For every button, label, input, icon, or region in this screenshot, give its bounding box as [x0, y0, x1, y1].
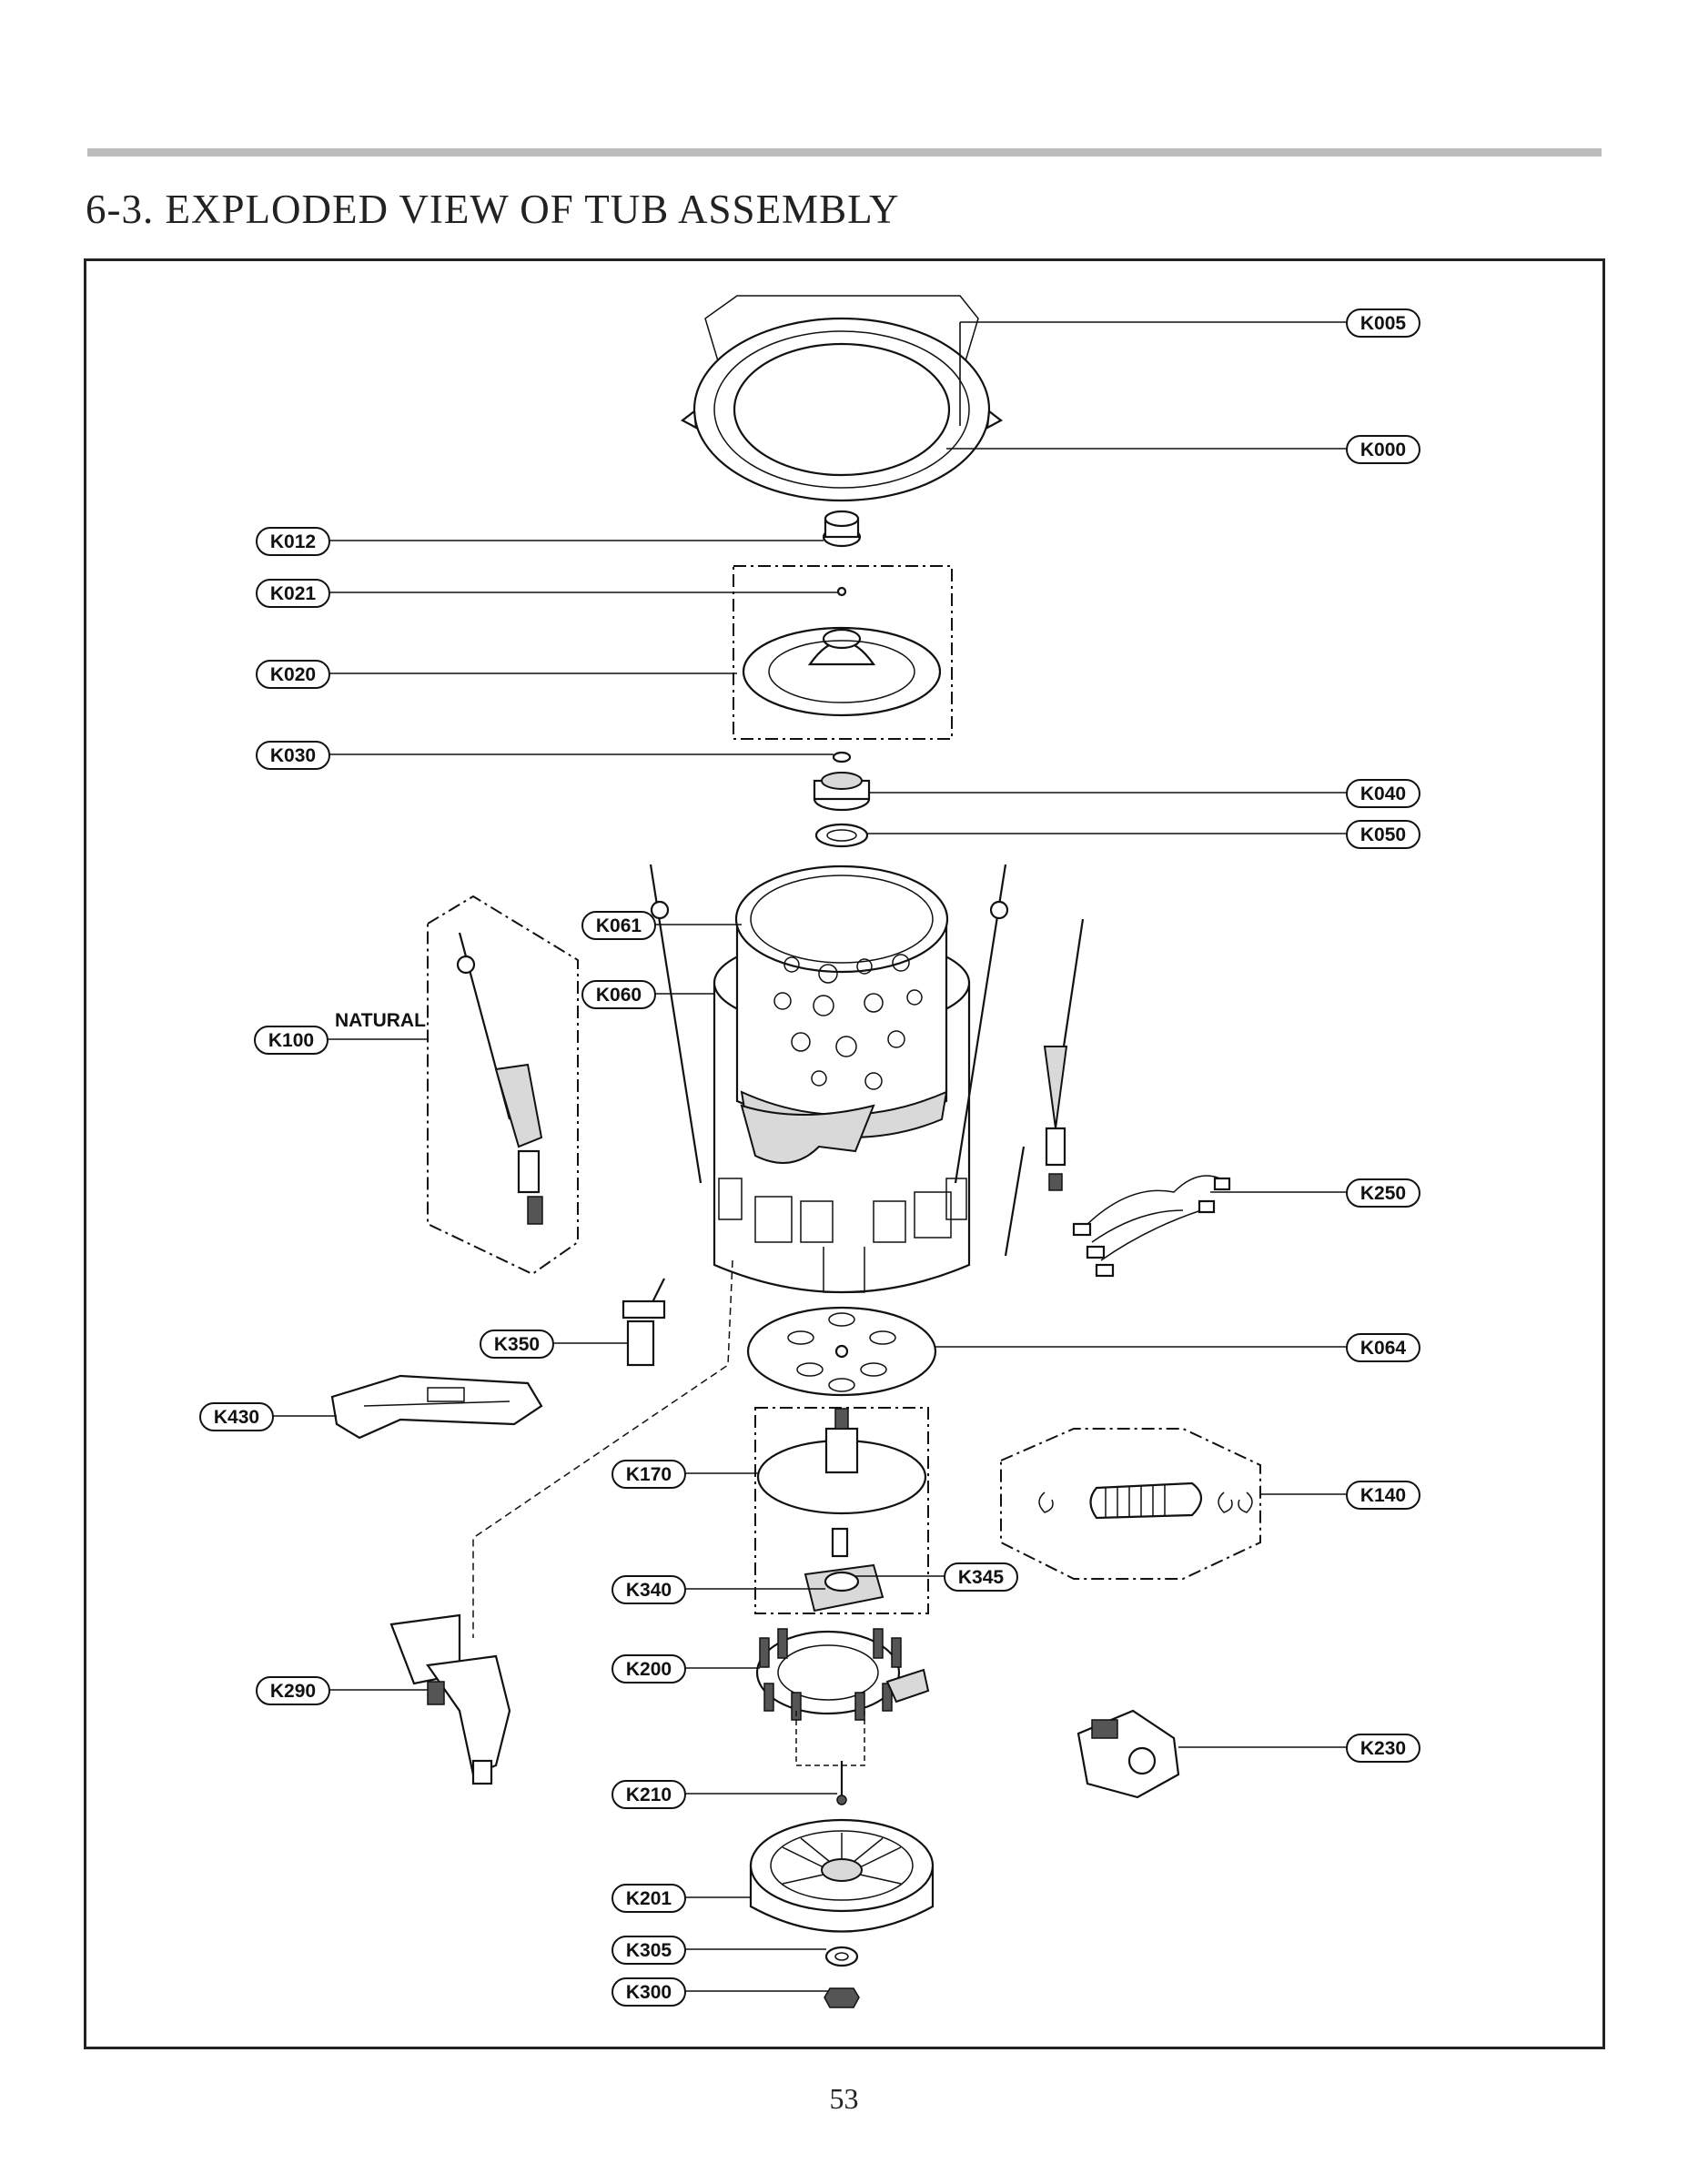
svg-text:K005: K005: [1360, 313, 1407, 334]
svg-text:K060: K060: [596, 985, 642, 1006]
part-label-K340: K340: [612, 1575, 686, 1604]
part-label-K140: K140: [1346, 1481, 1420, 1510]
part-label-K250: K250: [1346, 1178, 1420, 1208]
svg-text:K012: K012: [270, 531, 316, 552]
svg-text:K020: K020: [270, 664, 316, 685]
svg-text:K345: K345: [958, 1567, 1005, 1588]
svg-text:K050: K050: [1360, 824, 1406, 845]
svg-text:K064: K064: [1360, 1338, 1407, 1359]
part-label-K005: K005: [1346, 308, 1420, 338]
svg-text:K040: K040: [1360, 784, 1406, 804]
rotor-washer-part: [824, 1946, 859, 1967]
part-label-K290: K290: [256, 1676, 330, 1705]
cap-part: [822, 510, 862, 548]
part-label-K305: K305: [612, 1936, 686, 1965]
hose-part: [1038, 1481, 1253, 1520]
diagram-frame: [84, 258, 1605, 2049]
top-rule: [87, 148, 1602, 157]
svg-text:K030: K030: [270, 745, 316, 766]
part-label-K210: K210: [612, 1780, 686, 1809]
natural-annotation: NATURAL: [335, 1010, 426, 1031]
svg-text:K000: K000: [1360, 440, 1406, 460]
svg-text:K305: K305: [626, 1940, 672, 1961]
svg-text:K350: K350: [494, 1334, 540, 1355]
part-label-K100: K100: [254, 1026, 329, 1055]
svg-text:K210: K210: [626, 1785, 672, 1805]
svg-text:K201: K201: [626, 1888, 672, 1909]
part-label-K430: K430: [199, 1402, 274, 1431]
part-label-K200: K200: [612, 1654, 686, 1684]
page-title: 6-3. EXPLODED VIEW OF TUB ASSEMBLY: [86, 187, 900, 232]
tub-cover-part: [680, 295, 1004, 502]
part-label-K050: K050: [1346, 820, 1420, 849]
svg-text:K100: K100: [268, 1030, 314, 1051]
nut-part: [824, 1987, 860, 2008]
svg-text:K340: K340: [626, 1580, 672, 1601]
bracket-part: [330, 1374, 543, 1440]
wire-harness-part: [1072, 1175, 1231, 1278]
part-label-K061: K061: [581, 911, 656, 940]
bolt-part: [836, 1761, 847, 1805]
sensor-part: [622, 1278, 666, 1367]
stator-part: [755, 1628, 930, 1766]
pump-part: [1076, 1709, 1180, 1799]
svg-text:K300: K300: [626, 1982, 672, 2003]
part-label-K201: K201: [612, 1884, 686, 1913]
part-label-K020: K020: [256, 660, 330, 689]
washer-part: [832, 751, 852, 763]
svg-text:K250: K250: [1360, 1183, 1406, 1204]
drum-tub-part: [713, 864, 971, 1294]
suspension-rods-on-tub: [649, 864, 1085, 1257]
rotor-part: [749, 1818, 935, 1933]
part-label-K021: K021: [256, 579, 330, 608]
svg-text:K021: K021: [270, 583, 317, 604]
part-label-K064: K064: [1346, 1333, 1420, 1362]
svg-text:K170: K170: [626, 1464, 672, 1485]
clutch-group-box: [754, 1407, 929, 1614]
svg-text:K230: K230: [1360, 1738, 1406, 1759]
part-label-K300: K300: [612, 1977, 686, 2007]
suspension-rod-part: [456, 932, 543, 1225]
pulsator-group-box: [733, 565, 953, 740]
part-label-K060: K060: [581, 980, 656, 1009]
part-label-K170: K170: [612, 1460, 686, 1489]
part-label-K350: K350: [480, 1330, 554, 1359]
seal-part: [814, 823, 869, 848]
bearing-housing-part: [813, 772, 871, 812]
part-label-K030: K030: [256, 741, 330, 770]
clutch-part: [756, 1408, 927, 1613]
drain-bracket-part: [389, 1613, 511, 1785]
svg-text:K290: K290: [270, 1681, 316, 1702]
suspension-group-box: [427, 895, 579, 1276]
svg-text:K140: K140: [1360, 1485, 1406, 1506]
part-label-K040: K040: [1346, 779, 1420, 808]
hose-group-box: [1000, 1428, 1261, 1580]
pulsator-part: [742, 586, 942, 717]
svg-text:K061: K061: [596, 915, 642, 936]
svg-text:K430: K430: [214, 1407, 259, 1428]
part-label-K345: K345: [944, 1562, 1018, 1592]
part-label-K012: K012: [256, 527, 330, 556]
leader-lines: [273, 321, 1347, 1992]
part-label-K000: K000: [1346, 435, 1420, 464]
svg-text:K200: K200: [626, 1659, 672, 1680]
disc-part: [746, 1306, 937, 1397]
part-label-K230: K230: [1346, 1734, 1420, 1763]
page-number: 53: [829, 2082, 859, 2115]
